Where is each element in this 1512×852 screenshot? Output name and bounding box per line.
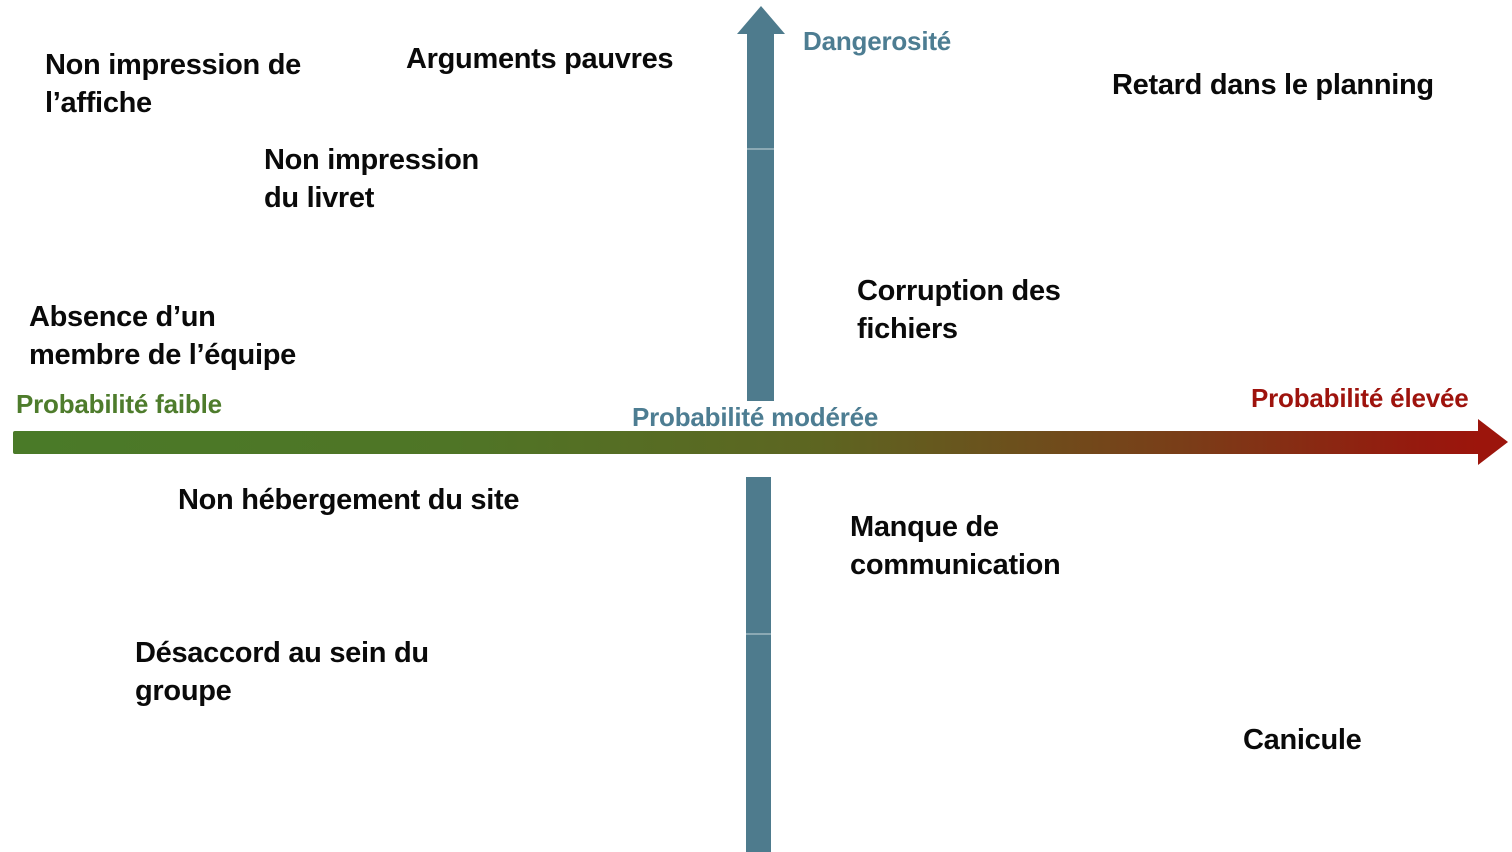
risk-label-desaccord-groupe: Désaccord au sein du groupe [135,637,429,707]
vertical-axis-segment-seam [746,633,771,635]
vertical-axis-shaft-upper [747,32,774,401]
horizontal-axis-gradient-bar [13,431,1480,454]
risk-label-non-impression-livret: Non impression du livret [264,144,479,214]
vertical-axis-arrowhead-icon [737,6,785,34]
risk-label-absence-membre: Absence d’un membre de l’équipe [29,301,296,371]
risk-label-non-impression-affiche: Non impression de l’affiche [45,49,301,119]
risk-label-corruption-fichiers: Corruption des fichiers [857,275,1061,345]
risk-label-manque-communication: Manque de communication [850,511,1061,581]
horizontal-axis-arrowhead-icon [1478,419,1508,465]
risk-label-non-hebergement-site: Non hébergement du site [178,484,520,516]
vertical-axis-label: Dangerosité [803,26,952,56]
horizontal-axis-label-high: Probabilité élevée [1251,383,1469,413]
horizontal-axis-label-low: Probabilité faible [16,389,222,419]
vertical-axis-shaft-lower [746,477,771,852]
risk-label-arguments-pauvres: Arguments pauvres [406,43,674,75]
risk-label-retard-planning: Retard dans le planning [1112,69,1434,101]
risk-label-canicule: Canicule [1243,724,1362,756]
horizontal-axis-label-moderate: Probabilité modérée [632,402,879,432]
vertical-axis-segment-seam [747,148,774,150]
